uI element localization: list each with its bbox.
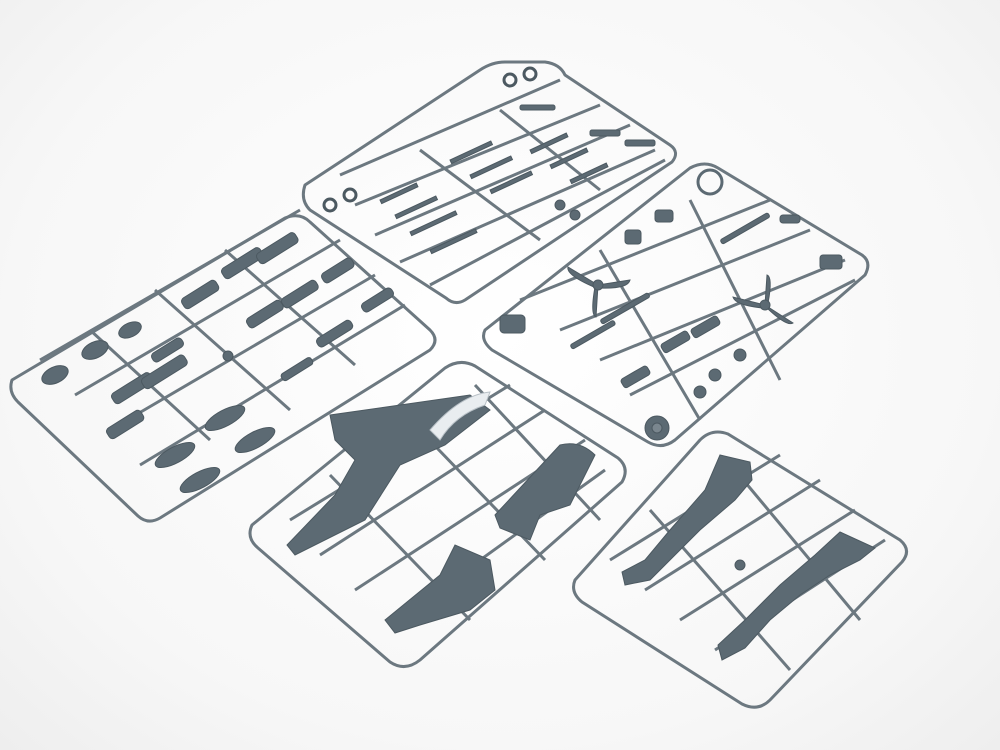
sprue-left-parts — [41, 232, 394, 494]
sprue-right-parts — [499, 168, 843, 441]
sprue-top-parts — [322, 66, 656, 255]
sprue-top — [301, 60, 677, 305]
sprue-right — [482, 162, 870, 447]
sprue-center-parts — [286, 391, 596, 634]
sprue-bottom-right-parts — [621, 454, 876, 661]
